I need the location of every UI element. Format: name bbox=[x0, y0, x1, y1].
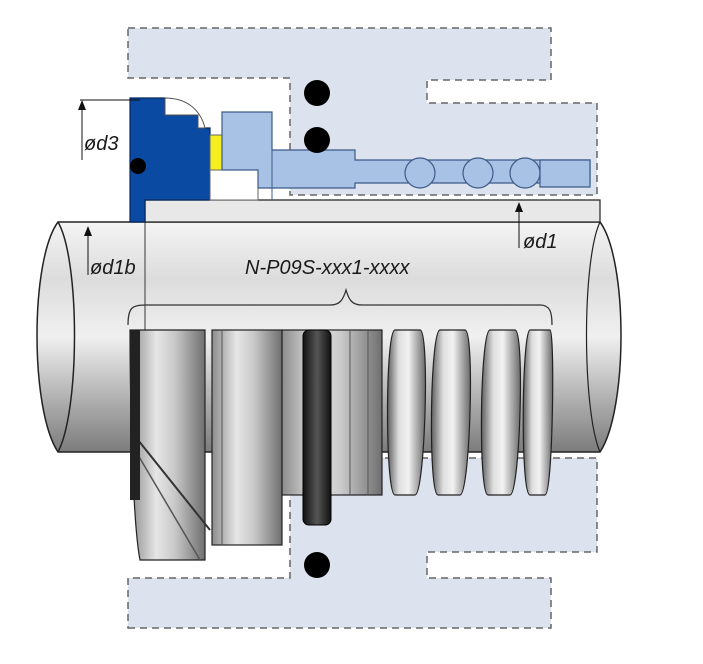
label-d1b: ød1b bbox=[90, 257, 136, 279]
part-code-bracket bbox=[127, 287, 553, 326]
label-d1: ød1 bbox=[523, 231, 557, 253]
label-d3: ød3 bbox=[84, 133, 118, 155]
housing-upper bbox=[127, 27, 598, 196]
dimension-d1b bbox=[84, 226, 92, 275]
seal-face-white bbox=[209, 169, 259, 201]
dimension-d3 bbox=[78, 99, 140, 160]
stationary-seat bbox=[129, 97, 211, 223]
seal-body-lower bbox=[129, 329, 383, 561]
dimension-d1 bbox=[515, 202, 523, 248]
label-part-code: N-P09S-xxx1-xxxx bbox=[245, 257, 410, 279]
spring-coils-lower bbox=[386, 329, 554, 496]
spring-coils-upper bbox=[404, 157, 591, 189]
housing-lower bbox=[127, 457, 598, 629]
